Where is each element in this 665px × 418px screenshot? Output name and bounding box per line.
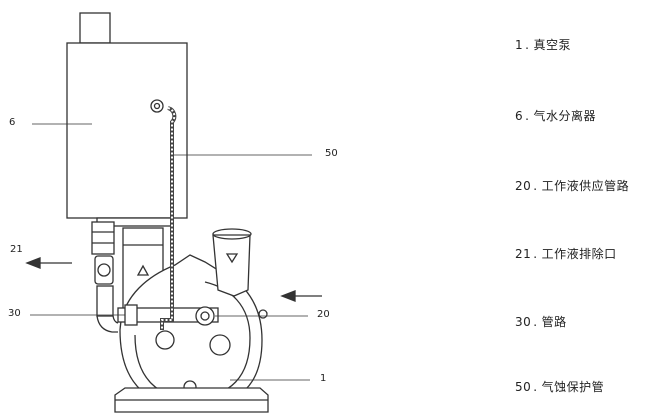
legend-number: 50	[515, 380, 532, 394]
legend-item-30: 30.管路	[515, 313, 567, 330]
legend-label: 管路	[541, 315, 567, 329]
legend-separator: .	[533, 315, 538, 329]
legend-number: 6	[515, 109, 524, 123]
exhaust-pipe	[79, 12, 111, 44]
legend-separator: .	[525, 109, 530, 123]
callout-30: 30	[8, 308, 21, 319]
legend-label: 工作液供应管路	[541, 179, 630, 193]
legend-item-50: 50.气蚀保护管	[515, 378, 604, 395]
arrow-21-head	[25, 257, 41, 269]
legend-label: 气水分离器	[533, 109, 596, 123]
drain-valve	[91, 221, 115, 255]
legend-item-20: 20.工作液供应管路	[515, 177, 629, 194]
legend-number: 30	[515, 315, 532, 329]
legend-item-6: 6.气水分离器	[515, 107, 596, 124]
callout-6: 6	[9, 117, 16, 128]
legend-label: 气蚀保护管	[541, 380, 605, 394]
legend-item-21: 21.工作液排除口	[515, 245, 617, 262]
legend-item-1: 1.真空泵	[515, 36, 571, 53]
legend-number: 1	[515, 38, 524, 52]
legend-number: 21	[515, 247, 532, 261]
separator-tank	[66, 42, 188, 219]
legend-separator: .	[533, 380, 538, 394]
callout-20: 20	[317, 309, 330, 320]
legend-label: 工作液排除口	[541, 247, 617, 261]
legend-separator: .	[533, 247, 538, 261]
legend: 1.真空泵 6.气水分离器 20.工作液供应管路 21.工作液排除口 30.管路…	[515, 0, 665, 414]
legend-separator: .	[533, 179, 538, 193]
callout-21: 21	[10, 244, 23, 255]
legend-separator: .	[525, 38, 530, 52]
legend-label: 真空泵	[533, 38, 571, 52]
callout-50: 50	[325, 148, 338, 159]
callout-1: 1	[320, 373, 327, 384]
arrow-20-head	[280, 290, 296, 302]
legend-number: 20	[515, 179, 532, 193]
